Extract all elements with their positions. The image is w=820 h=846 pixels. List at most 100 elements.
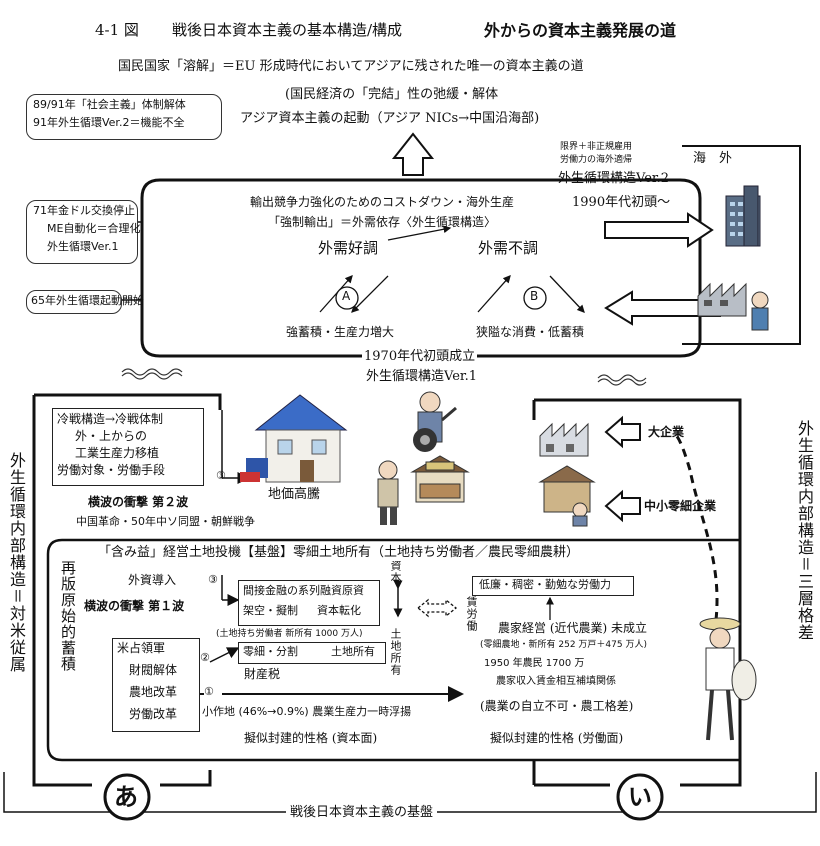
note-1971-c: 外生循環Ver.1 — [47, 240, 119, 253]
land-price-surge: 地価高騰 — [268, 487, 321, 502]
note-1965-text: 65年外生循環起動開始 — [31, 294, 144, 307]
figure-number: 4-1 図 — [95, 21, 139, 39]
farm-line-1: 農家経営 (近代農業) 未成立 — [498, 621, 647, 635]
occupation-box: 米占領軍 財閥解体 農地改革 労働改革 — [112, 638, 200, 732]
note-1991-b: 91年外生循環Ver.2＝機能不全 — [33, 116, 185, 129]
note-1971-a: 71年金ドル交換停止 — [33, 204, 135, 217]
landholders-note: (土地持ち労働者 新所有 1000 万人) — [216, 629, 363, 639]
header-line-3: アジア資本主義の起動（アジア NICs→中国沿海部) — [240, 111, 540, 126]
cold-war-box: 冷戦構造→冷戦体制 外・上からの 工業生産力移植 労働対象・労働手段 — [52, 408, 204, 486]
cost-down-line: 輸出競争力強化のためのコストダウン・海外生産 — [250, 195, 515, 209]
demand-good: 外需好調 — [318, 239, 379, 257]
base-header: 「含み益」経営土地投機【基盤】零細土地所有（土地持ち労働者／農民零細農耕） — [96, 545, 582, 561]
foreign-capital: 外資導入 — [128, 573, 177, 587]
limit-line-b: 労働力の海外適帰 — [560, 155, 633, 165]
ver2-label: 外生循環構造Ver.2 — [558, 171, 670, 186]
landowner-text: 土地所有 — [331, 645, 375, 658]
to-big-corp-arrow — [604, 415, 641, 449]
label-i: い — [628, 783, 652, 811]
house-icon — [240, 394, 348, 483]
figure-title: 戦後日本資本主義の基本構造/構成 — [172, 21, 403, 39]
to-sme-arrow — [604, 489, 641, 523]
farmer-icon — [699, 617, 757, 741]
fragment-text: 零細・分割 — [243, 645, 298, 658]
period-1990: 1990年代初頭〜 — [572, 195, 671, 210]
wave-2-sub: 中国革命・50年中ソ同盟・朝鮮戦争 — [76, 515, 255, 528]
left-bracket — [32, 395, 92, 787]
scroll-ornament-right — [597, 374, 647, 386]
reaccumulation-label: 再版原始的蓄積 — [59, 560, 77, 672]
scroll-ornament-left — [121, 368, 183, 380]
cold-war-line-2: 外・上からの — [75, 429, 148, 443]
cold-war-line-3: 工業生産力移植 — [75, 446, 160, 460]
circle-b-label: B — [530, 289, 539, 303]
marker-2: ② — [200, 651, 210, 664]
wave-2: 横波の衝撃 第２波 — [88, 495, 189, 509]
capital-label: 資本 — [389, 560, 402, 584]
farm-line-5: (農業の自立不可・農工格差) — [480, 699, 634, 713]
export-hollow-arrow — [604, 212, 714, 248]
tenant-land: 小作地 (46%→0.9%) 農業生産力一時浮揚 — [202, 705, 412, 718]
overseas-label: 海 外 — [693, 151, 733, 166]
mechanic-icon — [413, 391, 457, 452]
big-corp-label: 大企業 — [648, 425, 685, 439]
occupation-line-1: 米占領軍 — [117, 641, 166, 655]
note-1971-b: ME自動化＝合理化 — [47, 222, 141, 235]
small-factory-icon — [538, 465, 596, 527]
ver1-label: 外生循環構造Ver.1 — [366, 369, 478, 384]
strong-accum: 強蓄積・生産力増大 — [286, 325, 395, 339]
demand-bad: 外需不調 — [478, 239, 539, 257]
semi-feudal-capital: 擬似封建的性格 (資本面) — [244, 731, 378, 745]
finance-line-2: 架空・擬制 — [243, 604, 298, 617]
farm-line-4: 農家収入賃金相互補填関係 — [496, 676, 616, 687]
cold-war-line-1: 冷戦構造→冷戦体制 — [57, 412, 164, 426]
limit-line-a: 限界＋非正規雇用 — [560, 142, 633, 152]
forced-export-line: 「強制輸出」＝外需依存〈外生循環構造〉 — [268, 215, 497, 229]
occupation-line-2: 財閥解体 — [129, 663, 178, 677]
circle-a-label: A — [342, 289, 351, 303]
marker-3-top: ③ — [216, 469, 226, 482]
farm-line-2: (零細農地・新所有 252 万戸＋475 万人) — [480, 640, 647, 650]
sme-label: 中小零細企業 — [644, 499, 717, 513]
low-wage-box: 低廉・稠密・勤勉な労働力 — [472, 576, 634, 596]
marker-3-bottom: ③ — [208, 573, 218, 586]
wage-labor-label: 賃労働 — [465, 596, 478, 632]
finance-line-1: 間接金融の系列融資原資 — [243, 584, 364, 597]
label-a: あ — [114, 783, 138, 811]
office-building-icon — [725, 185, 761, 247]
farm-line-3: 1950 年農民 1700 万 — [484, 658, 585, 669]
note-1965: 65年外生循環起動開始 — [26, 290, 144, 314]
up-hollow-arrow — [391, 132, 435, 176]
marker-1: ① — [204, 685, 214, 698]
finance-line-3: 資本転化 — [317, 604, 361, 617]
low-wage-text: 低廉・稠密・勤勉な労働力 — [479, 578, 611, 591]
note-1991-a: 89/91年「社会主義」体制解体 — [33, 98, 186, 111]
semi-feudal-labor: 擬似封建的性格 (労働面) — [490, 731, 624, 745]
note-1971: 71年金ドル交換停止 ME自動化＝合理化 外生循環Ver.1 — [26, 200, 141, 264]
landownership-label: 土地所有 — [389, 628, 402, 676]
big-factory-icon — [539, 422, 589, 457]
shopkeeper-icon — [377, 460, 399, 525]
wave-1: 横波の衝撃 第１波 — [84, 599, 185, 613]
finance-box: 間接金融の系列融資原資 架空・擬制 資本転化 — [238, 580, 380, 626]
shop-icon — [410, 455, 470, 503]
overseas-frame — [682, 145, 801, 345]
figure-right-title: 外からの資本主義発展の道 — [484, 21, 677, 40]
narrow-consumption: 狭隘な消費・低蓄積 — [476, 325, 585, 339]
header-line-2: (国民経済の「完結」性の弛緩・解体 — [285, 87, 499, 102]
property-tax: 財産税 — [244, 667, 281, 681]
base-frame — [46, 538, 742, 762]
header-line-1: 国民国家「溶解」＝EU 形成時代においてアジアに残された唯一の資本主義の道 — [118, 59, 584, 74]
occupation-line-3: 農地改革 — [129, 685, 178, 699]
left-vertical-label: 外生循環内部構造＝対米従属 — [7, 452, 26, 673]
top-cycle-frame — [140, 178, 702, 358]
fragment-box: 零細・分割 土地所有 — [238, 642, 386, 664]
cold-war-line-4: 労働対象・労働手段 — [57, 463, 166, 477]
worker-icon — [751, 291, 769, 331]
dotted-double-arrow — [416, 598, 458, 618]
note-1991: 89/91年「社会主義」体制解体 91年外生循環Ver.2＝機能不全 — [26, 94, 222, 140]
right-vertical-label: 外生循環内部構造＝三層格差 — [795, 420, 814, 641]
factory-icon — [697, 282, 747, 317]
